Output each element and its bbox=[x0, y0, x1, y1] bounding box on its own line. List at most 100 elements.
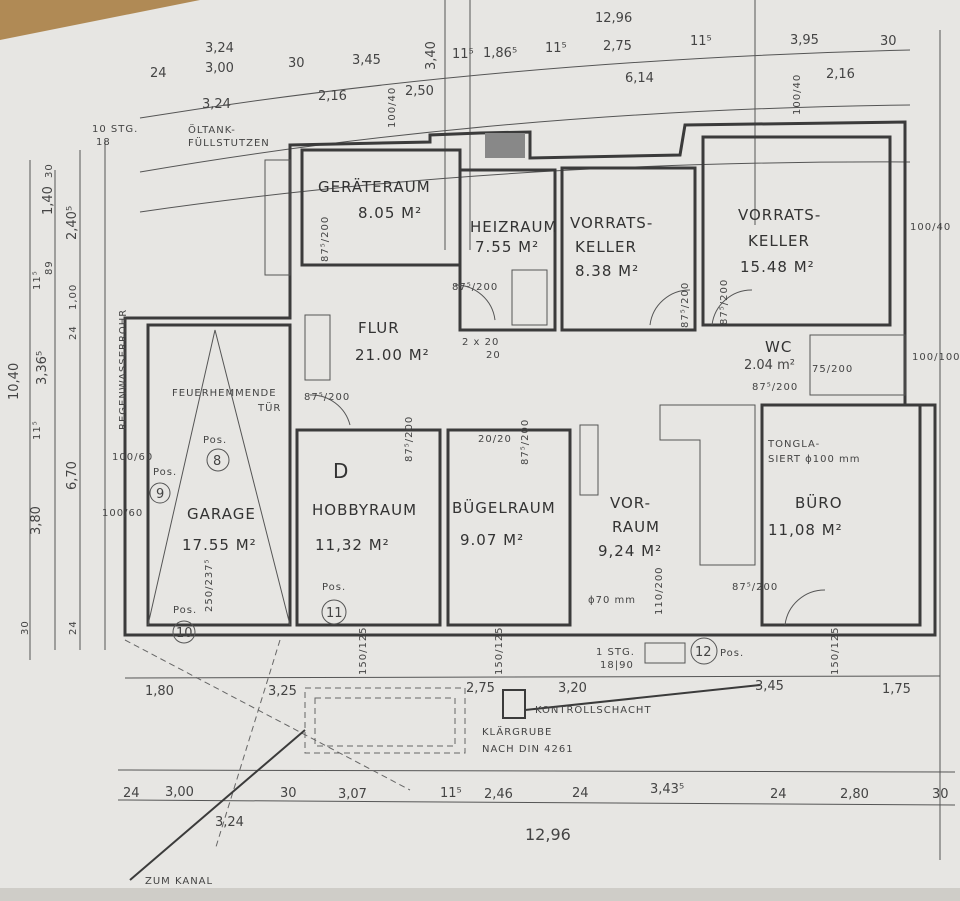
svg-text:30: 30 bbox=[44, 163, 55, 178]
svg-text:8: 8 bbox=[213, 454, 221, 469]
room-vorratskeller-large: VORRATS- KELLER 15.48 M² bbox=[738, 206, 820, 276]
room-vorraum: VOR- RAUM 9,24 M² bbox=[598, 494, 662, 560]
svg-text:TONGLA-: TONGLA- bbox=[767, 439, 820, 450]
svg-text:24: 24 bbox=[572, 786, 589, 801]
svg-text:3,20: 3,20 bbox=[558, 681, 587, 696]
svg-text:24: 24 bbox=[123, 786, 140, 801]
position-marker-8: Pos. 8 bbox=[203, 435, 230, 472]
bottom-dimensions: 1,80 3,25 2,75 3,20 3,45 1,75 150/125 15… bbox=[123, 626, 949, 844]
svg-text:1,40: 1,40 bbox=[41, 186, 56, 215]
svg-text:87⁵/200: 87⁵/200 bbox=[680, 282, 691, 328]
room-vorratskeller-small: VORRATS- KELLER 8.38 M² bbox=[570, 214, 653, 280]
top-dimension-lines bbox=[139, 0, 941, 860]
svg-text:87⁵/200: 87⁵/200 bbox=[320, 216, 331, 262]
svg-text:18|90: 18|90 bbox=[600, 660, 634, 671]
svg-text:3,40: 3,40 bbox=[424, 41, 439, 70]
svg-text:87⁵/200: 87⁵/200 bbox=[732, 582, 778, 593]
svg-text:2,80: 2,80 bbox=[840, 787, 869, 802]
svg-text:1,86⁵: 1,86⁵ bbox=[483, 46, 517, 61]
svg-text:250/237⁵: 250/237⁵ bbox=[204, 558, 215, 612]
svg-text:12,96: 12,96 bbox=[525, 825, 571, 844]
svg-text:3,43⁵: 3,43⁵ bbox=[650, 782, 684, 797]
svg-text:WC: WC bbox=[765, 338, 792, 356]
svg-text:11,08 M²: 11,08 M² bbox=[768, 521, 843, 539]
room-buegelraum: BÜGELRAUM 9.07 M² bbox=[452, 498, 556, 549]
svg-text:HOBBYRAUM: HOBBYRAUM bbox=[312, 501, 417, 519]
svg-text:VOR-: VOR- bbox=[610, 494, 651, 512]
svg-text:KELLER: KELLER bbox=[575, 238, 637, 256]
svg-text:FÜLLSTUTZEN: FÜLLSTUTZEN bbox=[188, 136, 270, 149]
svg-text:100/40: 100/40 bbox=[792, 74, 803, 115]
svg-text:24: 24 bbox=[68, 620, 79, 635]
svg-text:BÜRO: BÜRO bbox=[795, 493, 843, 512]
svg-text:110/200: 110/200 bbox=[654, 566, 665, 615]
room-buero: BÜRO 11,08 M² bbox=[768, 493, 843, 539]
svg-text:ZUM KANAL: ZUM KANAL bbox=[145, 876, 213, 887]
svg-text:3,80: 3,80 bbox=[29, 506, 44, 535]
svg-text:TÜR: TÜR bbox=[257, 401, 281, 414]
svg-text:D: D bbox=[333, 459, 349, 483]
svg-text:100/60: 100/60 bbox=[112, 452, 153, 463]
svg-text:150/125: 150/125 bbox=[494, 626, 505, 675]
step-grate bbox=[644, 642, 686, 664]
svg-text:11⁵: 11⁵ bbox=[545, 41, 567, 56]
svg-text:89: 89 bbox=[44, 260, 55, 275]
svg-text:3,25: 3,25 bbox=[268, 684, 297, 699]
svg-text:100/40: 100/40 bbox=[387, 87, 398, 128]
svg-text:3,00: 3,00 bbox=[205, 61, 234, 76]
svg-text:100/100: 100/100 bbox=[912, 352, 960, 363]
svg-text:9,24 M²: 9,24 M² bbox=[598, 542, 662, 560]
table-edge bbox=[0, 0, 200, 40]
svg-text:11⁵: 11⁵ bbox=[32, 270, 43, 290]
opening-dimensions: 87⁵/200 87⁵/200 87⁵/200 87⁵/200 87⁵/200 … bbox=[102, 74, 960, 615]
svg-text:30: 30 bbox=[20, 620, 31, 635]
svg-text:3,95: 3,95 bbox=[790, 33, 819, 48]
svg-text:7.55 M²: 7.55 M² bbox=[475, 238, 539, 256]
svg-text:15.48 M²: 15.48 M² bbox=[740, 258, 815, 276]
position-marker-9: Pos. 9 bbox=[149, 467, 176, 504]
svg-text:VORRATS-: VORRATS- bbox=[570, 214, 653, 232]
svg-text:HEIZRAUM: HEIZRAUM bbox=[470, 218, 557, 236]
position-marker-12: 12 Pos. bbox=[690, 637, 744, 665]
walls bbox=[123, 120, 937, 664]
position-marker-10: Pos. 10 bbox=[172, 605, 197, 644]
svg-text:BÜGELRAUM: BÜGELRAUM bbox=[452, 498, 556, 517]
svg-text:FLUR: FLUR bbox=[358, 319, 400, 337]
svg-text:30: 30 bbox=[280, 786, 297, 801]
svg-text:3,00: 3,00 bbox=[165, 785, 194, 800]
svg-text:3,07: 3,07 bbox=[338, 787, 367, 802]
svg-text:87⁵/200: 87⁵/200 bbox=[304, 392, 350, 403]
svg-text:100/40: 100/40 bbox=[910, 222, 951, 233]
svg-text:75/200: 75/200 bbox=[812, 364, 853, 375]
svg-text:3,24: 3,24 bbox=[205, 41, 234, 56]
top-dimensions: 12,96 3,24 3,45 3,40 11⁵ 1,86⁵ 11⁵ 2,75 … bbox=[150, 11, 897, 112]
svg-text:RAUM: RAUM bbox=[612, 518, 660, 536]
svg-text:FEUERHEMMENDE: FEUERHEMMENDE bbox=[172, 388, 277, 399]
svg-text:3,24: 3,24 bbox=[202, 97, 231, 112]
svg-text:30: 30 bbox=[932, 787, 949, 802]
svg-text:REGENWASSERROHR: REGENWASSERROHR bbox=[118, 309, 129, 430]
chimney bbox=[485, 133, 525, 158]
svg-text:GERÄTERAUM: GERÄTERAUM bbox=[318, 177, 431, 196]
svg-text:KONTROLLSCHACHT: KONTROLLSCHACHT bbox=[535, 705, 652, 716]
svg-text:2,75: 2,75 bbox=[466, 681, 495, 696]
svg-text:2,46: 2,46 bbox=[484, 787, 513, 802]
svg-text:1,00: 1,00 bbox=[68, 284, 79, 310]
svg-text:11⁵: 11⁵ bbox=[452, 47, 474, 62]
svg-text:Pos.: Pos. bbox=[720, 648, 744, 659]
svg-text:Pos.: Pos. bbox=[173, 605, 197, 616]
svg-text:2,50: 2,50 bbox=[405, 84, 434, 99]
svg-text:11,32 M²: 11,32 M² bbox=[315, 536, 390, 554]
room-wc: WC 2.04 m² bbox=[744, 338, 795, 373]
svg-text:3,24: 3,24 bbox=[215, 815, 244, 830]
svg-text:10 STG.: 10 STG. bbox=[92, 124, 138, 135]
svg-text:12,96: 12,96 bbox=[595, 11, 632, 26]
svg-text:21.00 M²: 21.00 M² bbox=[355, 346, 430, 364]
svg-text:18: 18 bbox=[96, 137, 111, 148]
svg-text:87⁵/200: 87⁵/200 bbox=[520, 419, 531, 465]
room-geraeteraum: GERÄTERAUM 8.05 M² bbox=[318, 177, 431, 222]
svg-text:17.55 M²: 17.55 M² bbox=[182, 536, 257, 554]
svg-text:24: 24 bbox=[150, 66, 167, 81]
svg-text:KELLER: KELLER bbox=[748, 232, 810, 250]
